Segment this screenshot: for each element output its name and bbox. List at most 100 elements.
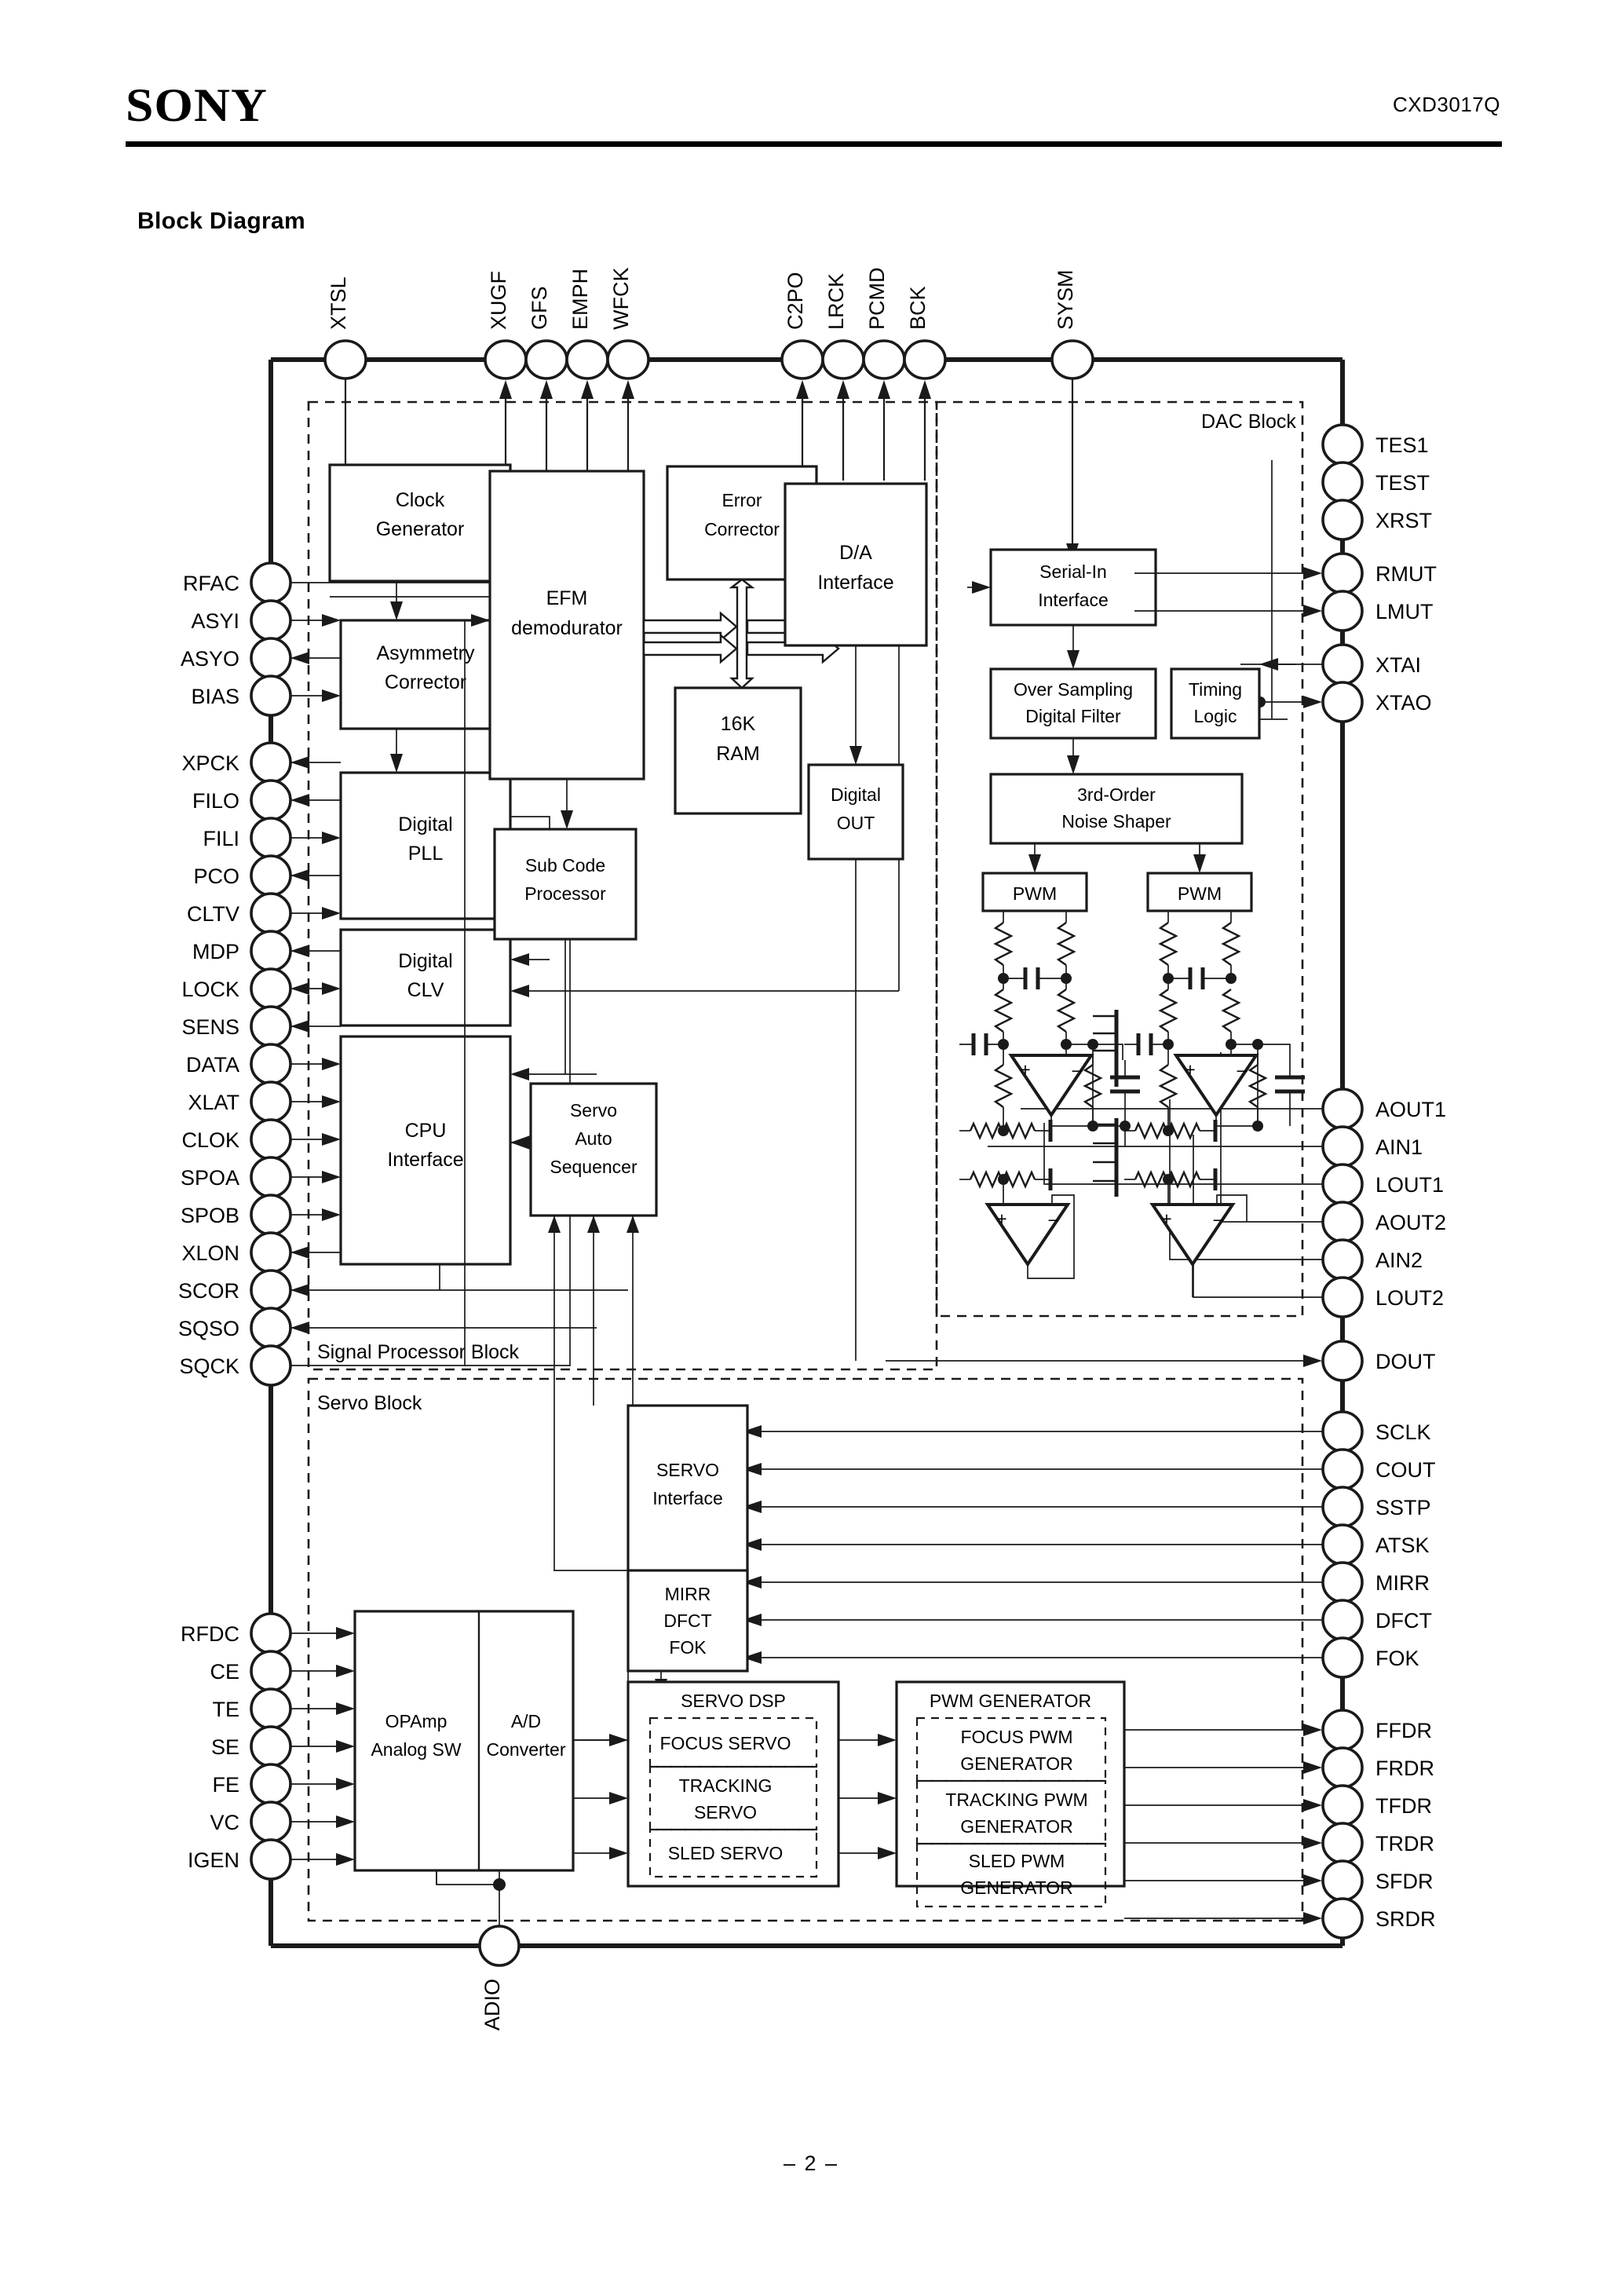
- pin-tfdr[interactable]: [1321, 1784, 1364, 1826]
- pin-xlon[interactable]: [250, 1231, 292, 1274]
- pin-pco[interactable]: [250, 854, 292, 897]
- pin-label-rmut: RMUT: [1375, 562, 1437, 586]
- digital-pll-line2: PLL: [408, 843, 444, 865]
- pin-label-lout1: LOUT1: [1375, 1173, 1444, 1197]
- pin-sqck[interactable]: [250, 1344, 292, 1387]
- pin-bck[interactable]: [903, 339, 947, 380]
- pin-lock[interactable]: [250, 967, 292, 1010]
- pin-aout2[interactable]: [1321, 1201, 1364, 1243]
- pin-frdr[interactable]: [1321, 1746, 1364, 1789]
- pin-ain2[interactable]: [1321, 1238, 1364, 1281]
- pin-sqso[interactable]: [250, 1307, 292, 1349]
- pin-label-dfct: DFCT: [1375, 1609, 1432, 1632]
- pin-data[interactable]: [250, 1043, 292, 1085]
- pin-cout[interactable]: [1321, 1448, 1364, 1490]
- pin-wfck[interactable]: [606, 339, 650, 380]
- asymmetry-line2: Corrector: [385, 671, 466, 693]
- opamp-left2-minus: –: [1049, 1208, 1059, 1229]
- pin-cltv[interactable]: [250, 892, 292, 934]
- pin-mdp[interactable]: [250, 930, 292, 972]
- pin-label-xlon: XLON: [181, 1241, 239, 1265]
- pwm-left-label: PWM: [1013, 883, 1057, 904]
- pin-rfac[interactable]: [250, 561, 292, 604]
- pin-igen[interactable]: [250, 1838, 292, 1881]
- pin-xtao[interactable]: [1321, 681, 1364, 723]
- pin-fe[interactable]: [250, 1763, 292, 1805]
- pin-vc[interactable]: [250, 1801, 292, 1843]
- opamp-right2-minus: –: [1214, 1208, 1224, 1229]
- pin-dfct[interactable]: [1321, 1599, 1364, 1641]
- pin-lmut[interactable]: [1321, 590, 1364, 632]
- pin-mirr[interactable]: [1321, 1561, 1364, 1603]
- pin-se[interactable]: [250, 1725, 292, 1768]
- pin-label-ce: CE: [210, 1660, 239, 1684]
- pin-label-clok: CLOK: [181, 1128, 239, 1152]
- pin-lrck[interactable]: [821, 339, 865, 380]
- pin-fok[interactable]: [1321, 1636, 1364, 1679]
- pin-label-bias: BIAS: [191, 685, 239, 708]
- pin-spob[interactable]: [250, 1194, 292, 1236]
- pin-atsk[interactable]: [1321, 1523, 1364, 1566]
- pin-asyi[interactable]: [250, 599, 292, 642]
- block-16k-ram: 16K RAM: [674, 686, 802, 815]
- pin-fili[interactable]: [250, 817, 292, 859]
- pin-spoa[interactable]: [250, 1156, 292, 1198]
- ns-line2: Noise Shaper: [1061, 811, 1171, 832]
- pin-aout1[interactable]: [1321, 1088, 1364, 1130]
- pin-test[interactable]: [1321, 461, 1364, 503]
- pin-xlat[interactable]: [250, 1080, 292, 1123]
- pin-xrst[interactable]: [1321, 499, 1364, 541]
- pin-lout1[interactable]: [1321, 1163, 1364, 1205]
- pin-label-emph: EMPH: [568, 269, 592, 330]
- region-servo-block: [307, 1377, 1304, 1922]
- pin-emph[interactable]: [565, 339, 609, 380]
- dai-line2: Interface: [817, 572, 893, 594]
- pin-label-mdp: MDP: [192, 940, 239, 963]
- pin-xpck[interactable]: [250, 741, 292, 784]
- pin-pcmd[interactable]: [862, 339, 906, 380]
- ram-line2: RAM: [716, 743, 760, 765]
- pin-srdr[interactable]: [1321, 1897, 1364, 1940]
- opamp-left-plus: +: [1020, 1059, 1030, 1080]
- dai-line1: D/A: [839, 542, 872, 564]
- errcorr-line2: Corrector: [704, 519, 780, 539]
- pin-label-rfdc: RFDC: [181, 1622, 239, 1646]
- opamp-left2-plus: +: [996, 1208, 1006, 1229]
- pin-filo[interactable]: [250, 779, 292, 821]
- serialin-line1: Serial-In: [1039, 561, 1107, 582]
- pin-trdr[interactable]: [1321, 1822, 1364, 1864]
- pin-xtai[interactable]: [1321, 643, 1364, 686]
- pin-ain1[interactable]: [1321, 1125, 1364, 1168]
- pin-dout[interactable]: [1321, 1340, 1364, 1382]
- pin-gfs[interactable]: [524, 339, 568, 380]
- pin-sstp[interactable]: [1321, 1486, 1364, 1528]
- tracking-pwm-line2: GENERATOR: [960, 1816, 1073, 1837]
- analog-filter-right: + –: [1124, 911, 1305, 1297]
- pin-sens[interactable]: [250, 1005, 292, 1047]
- pin-xtsl[interactable]: [323, 339, 367, 380]
- pin-c2po[interactable]: [780, 339, 824, 380]
- pin-ffdr[interactable]: [1321, 1709, 1364, 1751]
- pin-sclk[interactable]: [1321, 1410, 1364, 1453]
- region-label-signal-processor: Signal Processor Block: [317, 1341, 520, 1363]
- pin-xugf[interactable]: [484, 339, 528, 380]
- pin-label-fe: FE: [212, 1773, 239, 1797]
- pin-rfdc[interactable]: [250, 1612, 292, 1654]
- pin-label-xtai: XTAI: [1375, 653, 1421, 677]
- pin-bias[interactable]: [250, 675, 292, 717]
- pin-label-cout: COUT: [1375, 1458, 1436, 1482]
- pin-rmut[interactable]: [1321, 552, 1364, 594]
- pin-label-sysm: SYSM: [1054, 269, 1077, 330]
- region-signal-processor-block: [307, 400, 938, 1371]
- pin-lout2[interactable]: [1321, 1276, 1364, 1318]
- pin-te[interactable]: [250, 1687, 292, 1730]
- pin-asyo[interactable]: [250, 637, 292, 679]
- pin-sfdr[interactable]: [1321, 1859, 1364, 1902]
- block-digital-pll: Digital PLL: [339, 771, 550, 920]
- pin-adio[interactable]: [478, 1925, 521, 1967]
- pin-sysm[interactable]: [1050, 339, 1094, 380]
- pin-scor[interactable]: [250, 1269, 292, 1311]
- pin-clok[interactable]: [250, 1118, 292, 1161]
- pin-tes1[interactable]: [1321, 423, 1364, 466]
- pin-ce[interactable]: [250, 1650, 292, 1692]
